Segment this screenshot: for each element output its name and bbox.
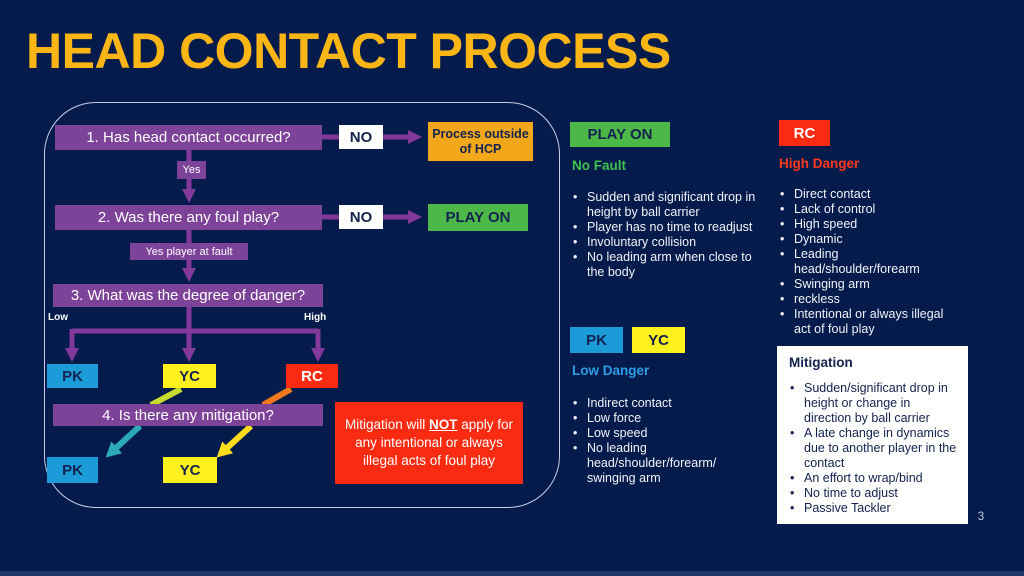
- yc-badge: YC: [632, 327, 685, 353]
- page-title: HEAD CONTACT PROCESS: [26, 23, 671, 79]
- mitigation-warning-box: Mitigation will NOT apply for any intent…: [335, 402, 523, 484]
- list-item: No leading arm when close to the body: [570, 250, 758, 280]
- rc-outcome-box: RC: [286, 364, 338, 388]
- yc-mitigated-box: YC: [163, 457, 217, 483]
- mitigation-warning-text: Mitigation will NOT apply for any intent…: [344, 417, 514, 468]
- list-item: Sudden and significant drop in height by…: [570, 190, 758, 220]
- list-item: Lack of control: [777, 202, 959, 217]
- list-item: A late change in dynamics due to another…: [787, 426, 960, 471]
- page-number: 3: [977, 511, 985, 523]
- yes-player-at-fault-label: Yes player at fault: [130, 243, 248, 260]
- no-box-2: NO: [339, 205, 383, 229]
- high-danger-list: Direct contactLack of controlHigh speedD…: [777, 187, 959, 337]
- mitigation-panel: Mitigation Sudden/significant drop in he…: [777, 346, 968, 524]
- list-item: Low force: [570, 411, 758, 426]
- list-item: Leading head/shoulder/forearm: [777, 247, 959, 277]
- yes-label-1: Yes: [177, 161, 206, 179]
- question-3-box: 3. What was the degree of danger?: [53, 284, 323, 307]
- mitigation-heading: Mitigation: [789, 355, 853, 370]
- list-item: Low speed: [570, 426, 758, 441]
- list-item: reckless: [777, 292, 959, 307]
- bottom-edge-strip: [0, 571, 1024, 576]
- list-item: Passive Tackler: [787, 501, 960, 516]
- play-on-badge: PLAY ON: [570, 122, 670, 147]
- question-2-box: 2. Was there any foul play?: [55, 205, 322, 230]
- list-item: High speed: [777, 217, 959, 232]
- pk-outcome-box: PK: [47, 364, 98, 388]
- yc-outcome-box: YC: [163, 364, 216, 388]
- flowchart-frame: [44, 102, 560, 508]
- list-item: Involuntary collision: [570, 235, 758, 250]
- low-danger-list: Indirect contactLow forceLow speedNo lea…: [570, 396, 758, 486]
- no-fault-list: Sudden and significant drop in height by…: [570, 190, 758, 280]
- high-danger-heading: High Danger: [779, 156, 860, 171]
- list-item: Swinging arm: [777, 277, 959, 292]
- list-item: Direct contact: [777, 187, 959, 202]
- no-fault-heading: No Fault: [572, 158, 626, 173]
- low-label: Low: [48, 312, 68, 323]
- list-item: Dynamic: [777, 232, 959, 247]
- list-item: No time to adjust: [787, 486, 960, 501]
- list-item: Indirect contact: [570, 396, 758, 411]
- pk-mitigated-box: PK: [47, 457, 98, 483]
- low-danger-heading: Low Danger: [572, 363, 650, 378]
- pk-badge: PK: [570, 327, 623, 353]
- play-on-flow-box: PLAY ON: [428, 204, 528, 231]
- question-4-box: 4. Is there any mitigation?: [53, 404, 323, 426]
- warning-not-emphasis: NOT: [429, 417, 458, 432]
- question-1-box: 1. Has head contact occurred?: [55, 125, 322, 150]
- rc-badge: RC: [779, 120, 830, 146]
- list-item: Sudden/significant drop in height or cha…: [787, 381, 960, 426]
- no-box-1: NO: [339, 125, 383, 149]
- high-label: High: [304, 312, 327, 323]
- list-item: An effort to wrap/bind: [787, 471, 960, 486]
- process-outside-hcp-box: Process outside of HCP: [428, 122, 533, 161]
- list-item: No leading head/shoulder/forearm/ swingi…: [570, 441, 758, 486]
- list-item: Player has no time to readjust: [570, 220, 758, 235]
- mitigation-list: Sudden/significant drop in height or cha…: [787, 381, 960, 516]
- list-item: Intentional or always illegal act of fou…: [777, 307, 959, 337]
